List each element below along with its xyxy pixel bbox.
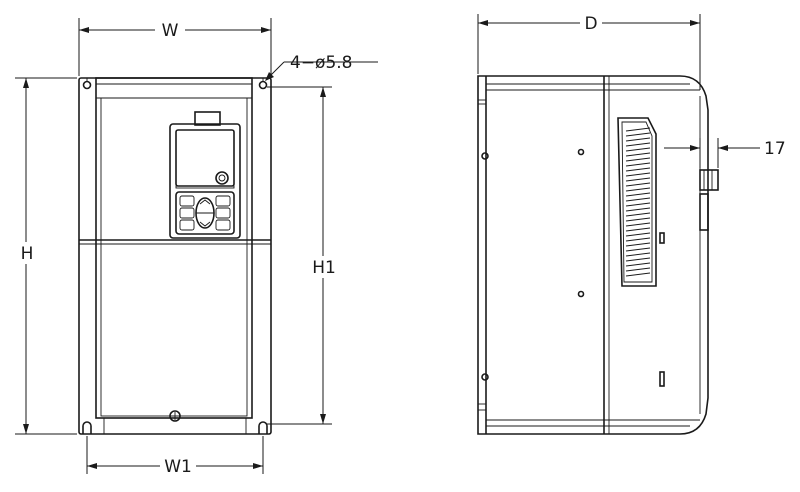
vent-louver [625, 142, 651, 147]
label-w1: W1 [164, 457, 192, 477]
side-screw-icon [577, 290, 585, 298]
vent-louver [625, 257, 651, 262]
keypad-button-bl [179, 219, 195, 231]
vent-louver [625, 227, 651, 232]
vent-louver [625, 212, 651, 217]
vent-louver [625, 262, 651, 267]
dimension-width: W [78, 18, 272, 76]
label-w: W [162, 21, 179, 41]
vent-louver [625, 167, 651, 172]
vent-louver [625, 177, 651, 182]
label-holes: 4−ø5.8 [290, 53, 353, 73]
vent-louver [625, 162, 651, 167]
label-h: H [21, 244, 34, 264]
mounting-hole-bottom-right [258, 421, 268, 434]
mounting-hole-top-right [258, 78, 268, 90]
vent-louver [625, 157, 651, 162]
side-slot [659, 232, 665, 244]
vent-louver [625, 132, 651, 137]
front-cover-inner [100, 97, 248, 417]
vent-louver [625, 192, 651, 197]
vent-louver [625, 197, 651, 202]
mounting-hole-bottom-left [82, 421, 92, 434]
side-slot [659, 371, 665, 387]
vent-louver [625, 232, 651, 237]
front-cover [95, 77, 253, 419]
keypad-button-ml [179, 207, 195, 219]
vent-louver [625, 127, 651, 132]
front-view [78, 77, 272, 435]
side-screw-icon [481, 152, 489, 160]
label-17: 17 [764, 139, 786, 159]
label-d: D [584, 14, 597, 34]
vent-louver [625, 217, 651, 222]
bottom-screw-icon [169, 410, 181, 422]
vent-louver [625, 182, 651, 187]
vent-louver [625, 252, 651, 257]
vent-louver [625, 137, 651, 142]
keypad-button-tl [179, 195, 195, 207]
dimension-depth: D [477, 13, 701, 90]
label-h1: H1 [312, 258, 336, 278]
vent-louver [625, 172, 651, 177]
dimension-hole-callout: 4−ø5.8 [265, 53, 378, 81]
mounting-hole-top-left [82, 78, 92, 90]
keypad-button-mr [215, 207, 231, 219]
keypad-knob-icon [215, 171, 229, 185]
vent-louver [625, 272, 651, 277]
vent-louver [625, 242, 651, 247]
vent-louver [625, 237, 651, 242]
vent-louver [625, 202, 651, 207]
keypad [169, 111, 241, 239]
side-view [477, 75, 719, 435]
vent-louver [625, 187, 651, 192]
vent-louver [625, 207, 651, 212]
side-screw-icon [481, 373, 489, 381]
vent-louver [625, 222, 651, 227]
side-screw-icon [577, 148, 585, 156]
vent-louver [625, 147, 651, 152]
front-outer-body [78, 77, 272, 435]
vent-louver [625, 152, 651, 157]
keypad-button-br [215, 219, 231, 231]
vent-louver [625, 267, 651, 272]
side-vent-grille [617, 117, 657, 287]
keypad-button-tr [215, 195, 231, 207]
side-body-outline [477, 75, 709, 435]
side-knob-icon [699, 169, 719, 231]
vent-louver [625, 247, 651, 252]
dimension-mounting-height: H1 [267, 86, 341, 425]
dimension-height: H [15, 77, 77, 435]
dimension-protrusion: 17 [664, 138, 786, 168]
keypad-frame [169, 123, 241, 239]
dimension-mounting-width: W1 [86, 436, 264, 477]
